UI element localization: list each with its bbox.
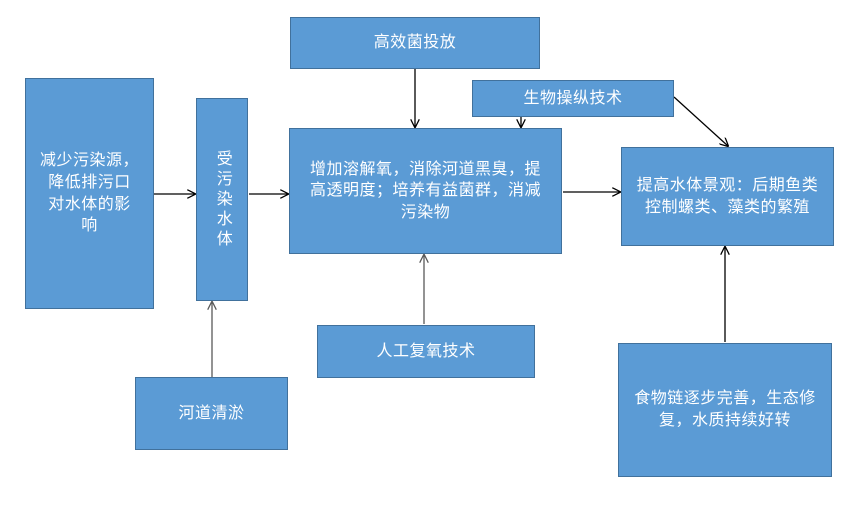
node-river-dredging[interactable]: 河道清淤 [135,377,288,450]
node-source-control-label: 减少污染源， 降低排污口 对水体的影 响 [39,152,139,235]
node-biomanipulation[interactable]: 生物操纵技术 [472,80,674,117]
node-efficient-bacteria-label: 高效菌投放 [373,34,457,52]
node-efficient-bacteria[interactable]: 高效菌投放 [290,17,540,69]
node-polluted-water[interactable]: 受污染水体 [196,98,248,301]
node-river-dredging-label: 河道清淤 [178,404,245,422]
node-landscape-improvement[interactable]: 提高水体景观：后期鱼类 控制螺类、藻类的繁殖 [621,147,834,246]
node-source-control[interactable]: 减少污染源， 降低排污口 对水体的影 响 [25,78,154,309]
node-polluted-water-label: 受污染水体 [213,149,231,250]
node-food-chain-label: 食物链逐步完善，生态修 复，水质持续好转 [634,390,816,429]
edge-biomanipulation-to-landscape-improvement [673,96,728,146]
node-biomanipulation-label: 生物操纵技术 [523,89,623,107]
node-water-improvement-label: 增加溶解氧，消除河道黑臭，提 高透明度；培养有益菌群，消减 污染物 [309,160,541,221]
node-landscape-improvement-label: 提高水体景观：后期鱼类 控制螺类、藻类的繁殖 [636,176,819,216]
node-artificial-aeration-label: 人工复氧技术 [376,342,476,360]
node-food-chain[interactable]: 食物链逐步完善，生态修 复，水质持续好转 [618,343,832,477]
node-artificial-aeration[interactable]: 人工复氧技术 [317,325,535,378]
node-water-improvement[interactable]: 增加溶解氧，消除河道黑臭，提 高透明度；培养有益菌群，消减 污染物 [289,128,562,254]
